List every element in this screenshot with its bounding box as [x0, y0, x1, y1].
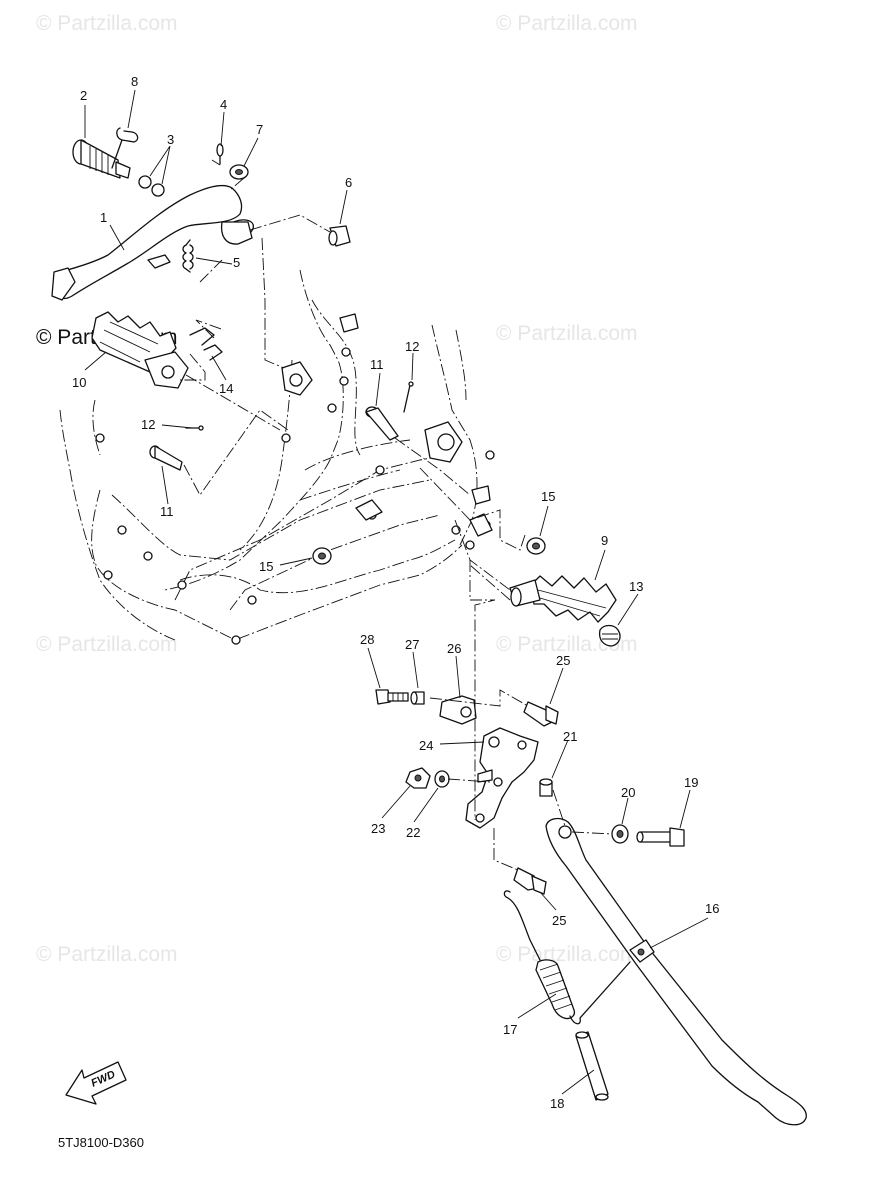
watermark: © Partzilla.com — [36, 943, 178, 966]
callout-8: 8 — [131, 74, 139, 89]
diagram-code: 5TJ8100-D360 — [58, 1135, 144, 1150]
pin-18 — [575, 1031, 609, 1101]
pivot-shaft — [328, 225, 351, 247]
watermark: © Partzilla.com — [496, 12, 638, 35]
watermark: © Partzilla.com — [36, 633, 178, 656]
bolt-25-lower — [513, 867, 547, 895]
bracket-26 — [439, 695, 477, 725]
washer-20 — [611, 824, 629, 844]
footrest-pin-right — [365, 381, 414, 441]
footrest-pin-left — [149, 425, 204, 471]
watermark: © Partzilla.com — [496, 943, 638, 966]
callout-23: 23 — [371, 821, 386, 836]
sidestand-bracket — [465, 727, 539, 829]
brake-pedal — [51, 184, 254, 301]
sidestand — [545, 817, 807, 1126]
bolt-19 — [636, 827, 685, 847]
return-spring — [182, 239, 194, 273]
callout-4: 4 — [220, 97, 228, 112]
fwd-arrow-icon: FWD — [65, 1061, 127, 1105]
sidestand-spring — [503, 890, 631, 1025]
callout-16: 16 — [705, 901, 720, 916]
callout-12-right: 12 — [405, 339, 420, 354]
callout-9: 9 — [601, 533, 609, 548]
callout-11-left: 11 — [160, 504, 174, 519]
callout-24: 24 — [419, 738, 434, 753]
collar-21 — [539, 778, 553, 797]
callout-25-lower: 25 — [552, 913, 567, 928]
callout-19: 19 — [684, 775, 699, 790]
callout-28: 28 — [360, 632, 375, 647]
bolt-28 — [375, 689, 409, 705]
spring-clip — [189, 327, 223, 361]
callout-14: 14 — [219, 381, 234, 396]
callout-22: 22 — [406, 825, 421, 840]
washer-22 — [434, 770, 450, 788]
frame-lugs — [95, 313, 495, 645]
watermark: © Partzilla.com — [36, 12, 178, 35]
nut-23 — [405, 767, 431, 789]
callout-11-right: 11 — [370, 357, 384, 372]
cotter-pin — [111, 127, 139, 169]
footrest-spring — [598, 624, 621, 647]
right-footrest — [509, 575, 617, 623]
callout-6: 6 — [345, 175, 353, 190]
watermark: © Partzilla.com — [496, 322, 638, 345]
callout-5: 5 — [233, 255, 241, 270]
callout-20: 20 — [621, 785, 636, 800]
callout-25-upper: 25 — [556, 653, 571, 668]
callout-21: 21 — [563, 729, 578, 744]
callout-15-right: 15 — [541, 489, 556, 504]
callout-3: 3 — [167, 132, 175, 147]
callout-15-left: 15 — [259, 559, 274, 574]
bolt-25-upper — [523, 701, 559, 727]
assembly-lines — [180, 159, 613, 871]
washer — [229, 164, 249, 180]
callout-26: 26 — [447, 641, 462, 656]
callout-27: 27 — [405, 637, 420, 652]
callout-1: 1 — [100, 210, 108, 225]
o-rings — [138, 175, 165, 197]
pin — [216, 143, 224, 165]
washer-15 — [312, 537, 546, 565]
pivot-bolt — [72, 139, 131, 179]
left-footrest — [91, 311, 189, 389]
callout-18: 18 — [550, 1096, 565, 1111]
collar-27 — [410, 691, 425, 705]
callout-12-left: 12 — [141, 417, 156, 432]
frame-outline — [59, 269, 478, 641]
callout-10: 10 — [72, 375, 87, 390]
callout-13: 13 — [629, 579, 644, 594]
callout-17: 17 — [503, 1022, 518, 1037]
leader-lines — [84, 89, 709, 1095]
callout-2: 2 — [80, 88, 88, 103]
callout-7: 7 — [256, 122, 264, 137]
